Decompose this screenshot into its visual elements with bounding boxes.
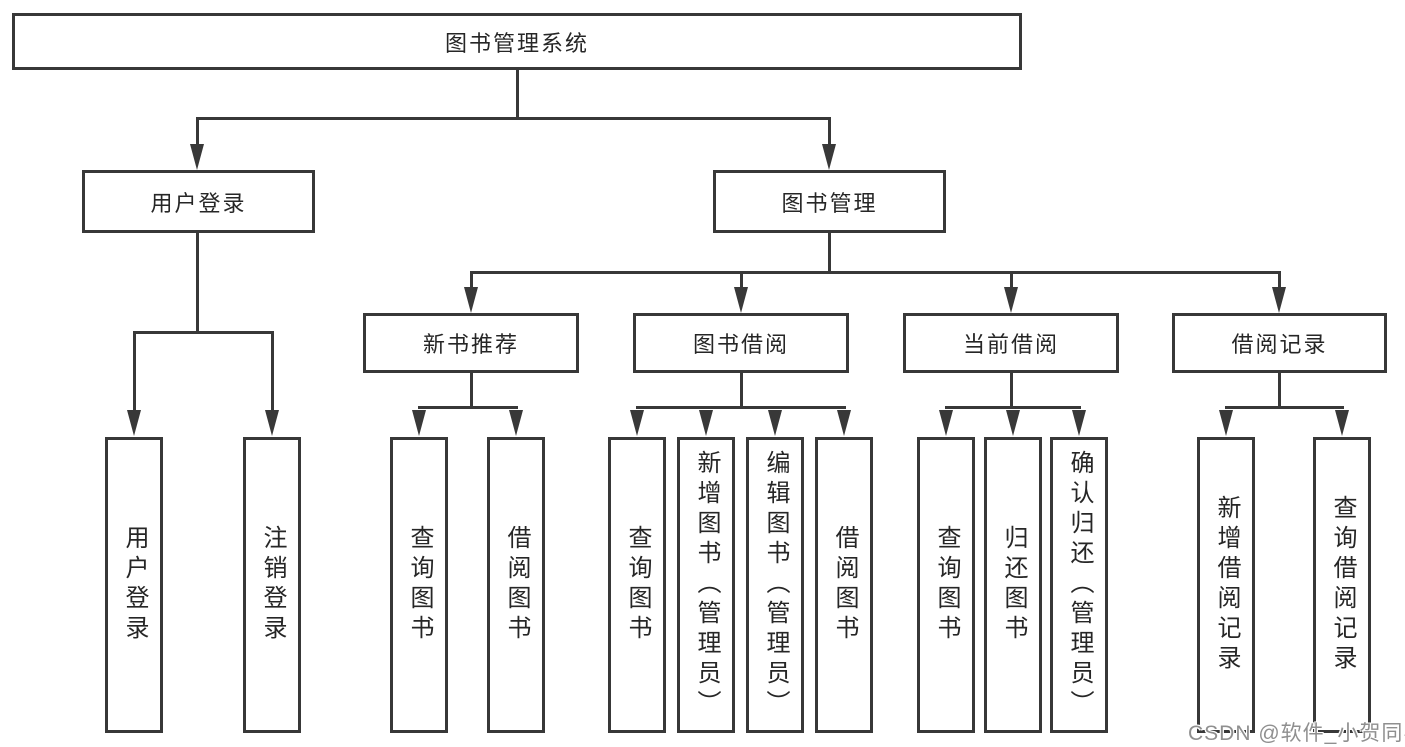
arrowhead-current-confirm: [1072, 410, 1086, 436]
edge-records-bar: [1225, 406, 1344, 409]
arrowhead-records: [1272, 287, 1286, 313]
arrowhead-leaf-logout: [265, 410, 279, 436]
leaf-user-login: 用户登录: [105, 437, 163, 733]
arrowhead-current-query: [939, 410, 953, 436]
edge-user-login-stub: [196, 233, 199, 333]
leaf-edit-books-admin: 编辑图书（管理员）: [746, 437, 804, 733]
node-current-borrow-label: 当前借阅: [962, 332, 1059, 357]
leaf-add-books-admin-label: 新增图书（管理员）: [693, 450, 720, 720]
edge-book-management-stub: [828, 233, 831, 273]
leaf-confirm-return-admin-label: 确认归还（管理员）: [1066, 450, 1093, 720]
leaf-current-query-books: 查询图书: [917, 437, 975, 733]
arrowhead-book-management: [822, 144, 836, 170]
node-new-book-recommend: 新书推荐: [363, 313, 579, 373]
watermark: CSDN @软件_小贺同学: [1188, 722, 1405, 745]
node-new-book-recommend-label: 新书推荐: [422, 332, 519, 357]
leaf-add-borrow-record: 新增借阅记录: [1197, 437, 1255, 733]
leaf-query-borrow-record: 查询借阅记录: [1313, 437, 1371, 733]
arrowhead-current: [1004, 287, 1018, 313]
arrowhead-borrow-edit: [768, 410, 782, 436]
leaf-borrow-books: 借阅图书: [815, 437, 873, 733]
leaf-borrow-query-books-label: 查询图书: [624, 525, 651, 645]
leaf-return-books-label: 归还图书: [1000, 525, 1027, 645]
edge-drop-recommend: [470, 271, 473, 289]
arrowhead-borrow-query: [630, 410, 644, 436]
leaf-query-borrow-record-label: 查询借阅记录: [1329, 495, 1356, 675]
edge-drop-leaf-logout: [271, 331, 274, 411]
arrowhead-user-login: [190, 144, 204, 170]
leaf-confirm-return-admin: 确认归还（管理员）: [1050, 437, 1108, 733]
leaf-current-query-books-label: 查询图书: [933, 525, 960, 645]
edge-drop-leaf-user-login: [133, 331, 136, 411]
edge-level3-bar: [470, 271, 1281, 274]
edge-drop-book-management: [828, 117, 831, 146]
edge-current-stub: [1010, 373, 1013, 409]
node-root: 图书管理系统: [12, 13, 1022, 70]
leaf-add-borrow-record-label: 新增借阅记录: [1213, 495, 1240, 675]
leaf-logout: 注销登录: [243, 437, 301, 733]
edge-records-stub: [1278, 373, 1281, 409]
node-book-borrow: 图书借阅: [633, 313, 849, 373]
node-borrow-records: 借阅记录: [1172, 313, 1387, 373]
leaf-edit-books-admin-label: 编辑图书（管理员）: [762, 450, 789, 720]
edge-drop-user-login: [196, 117, 199, 146]
edge-borrow-stub: [740, 373, 743, 409]
arrowhead-recommend: [464, 287, 478, 313]
node-user-login: 用户登录: [82, 170, 315, 233]
node-book-management: 图书管理: [713, 170, 946, 233]
node-root-label: 图书管理系统: [444, 30, 589, 56]
node-borrow-records-label: 借阅记录: [1231, 332, 1328, 357]
leaf-borrow-query-books: 查询图书: [608, 437, 666, 733]
arrowhead-borrow-borrow: [837, 410, 851, 436]
edge-root-stub: [516, 70, 519, 120]
edge-drop-records: [1278, 271, 1281, 289]
leaf-logout-label: 注销登录: [259, 525, 286, 645]
leaf-borrow-books-label: 借阅图书: [831, 525, 858, 645]
leaf-recommend-query-books: 查询图书: [390, 437, 448, 733]
node-book-management-label: 图书管理: [781, 190, 878, 216]
leaf-return-books: 归还图书: [984, 437, 1042, 733]
edge-drop-current: [1010, 271, 1013, 289]
edge-recommend-bar: [418, 406, 518, 409]
edge-user-login-bar: [133, 331, 274, 334]
arrowhead-borrow: [734, 287, 748, 313]
arrowhead-records-query: [1335, 410, 1349, 436]
node-current-borrow: 当前借阅: [903, 313, 1119, 373]
arrowhead-records-add: [1219, 410, 1233, 436]
leaf-add-books-admin: 新增图书（管理员）: [677, 437, 735, 733]
node-user-login-label: 用户登录: [150, 190, 247, 216]
edge-current-bar: [945, 406, 1081, 409]
node-book-borrow-label: 图书借阅: [692, 332, 789, 357]
leaf-recommend-borrow-books-label: 借阅图书: [503, 525, 530, 645]
edge-level2-bar: [196, 117, 831, 120]
edge-recommend-stub: [470, 373, 473, 409]
arrowhead-recommend-borrow: [509, 410, 523, 436]
leaf-recommend-query-books-label: 查询图书: [406, 525, 433, 645]
edge-drop-borrow: [740, 271, 743, 289]
leaf-user-login-label: 用户登录: [121, 525, 148, 645]
arrowhead-leaf-user-login: [127, 410, 141, 436]
edge-borrow-bar: [636, 406, 846, 409]
arrowhead-current-return: [1006, 410, 1020, 436]
leaf-recommend-borrow-books: 借阅图书: [487, 437, 545, 733]
arrowhead-recommend-query: [412, 410, 426, 436]
arrowhead-borrow-add: [699, 410, 713, 436]
